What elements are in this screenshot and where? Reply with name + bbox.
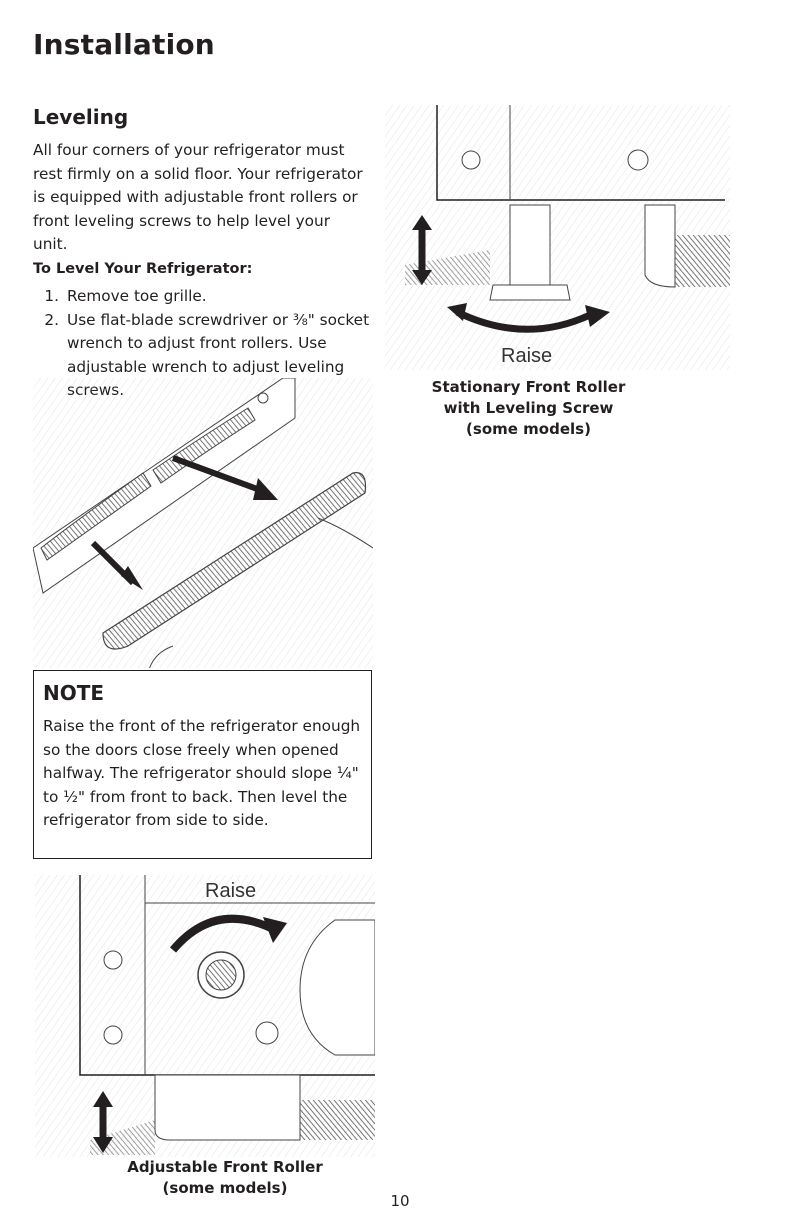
stationary-roller-caption: Stationary Front Roller with Leveling Sc… [365,377,692,440]
intro-paragraph: All four corners of your refrigerator mu… [33,141,363,253]
page-number: 10 [390,1192,410,1210]
note-title: NOTE [43,681,105,705]
stationary-roller-illustration: Raise [385,105,730,370]
step-number: 1. [44,287,59,305]
toe-grille-illustration [33,378,373,668]
caption-line: (some models) [162,1179,288,1197]
procedure-heading: To Level Your Refrigerator: [33,261,253,277]
raise-label: Raise [501,345,552,367]
caption-line: Stationary Front Roller [431,378,626,396]
caption-line: (some models) [466,420,591,438]
page-title: Installation [33,28,215,61]
note-box: NOTE Raise the front of the refrigerator… [33,670,372,859]
step-text: Remove toe grille. [67,287,207,305]
step-number: 2. [44,310,59,329]
list-item: 1. Remove toe grille. [33,285,373,309]
note-text: Raise the front of the refrigerator enou… [43,717,361,829]
section-title: Leveling [33,105,129,129]
caption-line: Adjustable Front Roller [127,1158,323,1176]
adjustable-roller-caption: Adjustable Front Roller (some models) [60,1157,390,1199]
raise-label: Raise [205,880,256,902]
adjustable-roller-illustration: Raise [35,875,375,1157]
caption-line: with Leveling Screw [443,399,614,417]
